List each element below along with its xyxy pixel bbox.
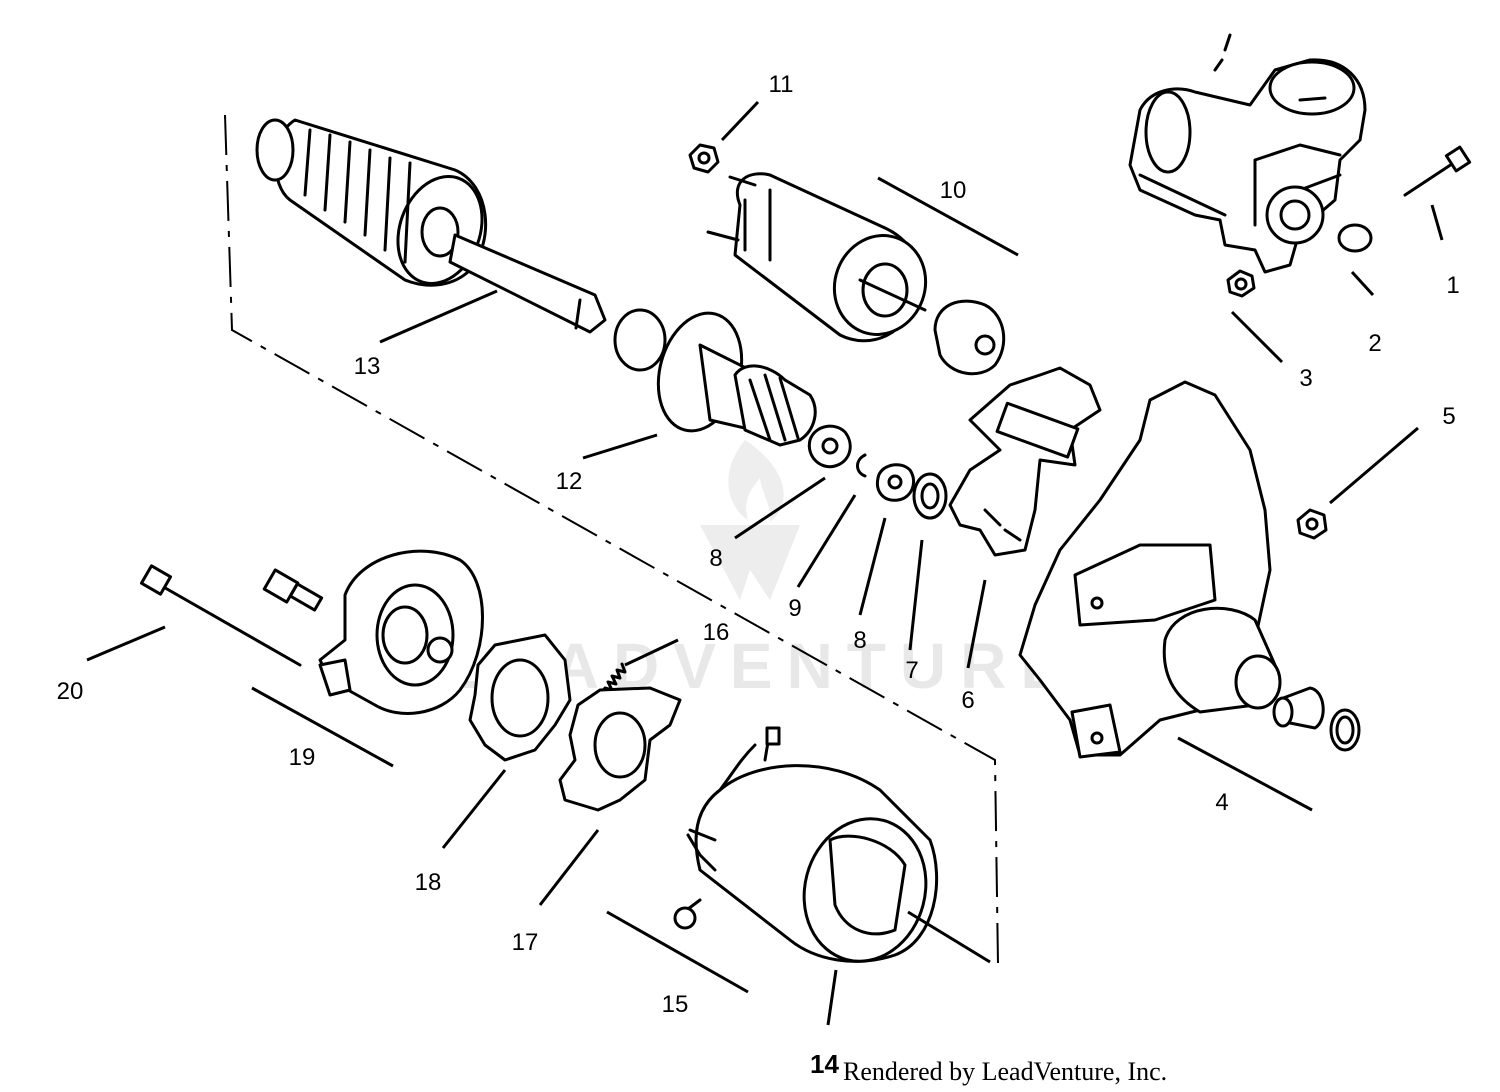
callout-8-upper: 8: [709, 545, 722, 572]
bushing: [1272, 686, 1325, 730]
callout-4: 4: [1215, 789, 1228, 816]
part-5-nut: [1296, 508, 1328, 540]
part-11-nut: [688, 143, 720, 174]
callout-11: 11: [769, 71, 794, 98]
callout-20: 20: [57, 678, 84, 705]
snap-ring: [1329, 708, 1361, 752]
callout-6: 6: [961, 687, 974, 714]
callout-10: 10: [940, 177, 967, 204]
part-6-drive-lever: [948, 366, 1102, 557]
solenoid-plunger-cap: [933, 299, 1006, 376]
callout-14: 14: [810, 1049, 839, 1079]
part-13-armature: [255, 118, 607, 334]
callout-9: 9: [788, 595, 801, 622]
part-20-through-bolt: [139, 564, 302, 667]
part-10-solenoid: [706, 172, 928, 343]
part-9-retaining-ring: [856, 453, 867, 478]
part-2-assembled-starter: [1128, 33, 1373, 274]
part-8-collar-upper: [807, 424, 852, 469]
callout-18: 18: [415, 869, 442, 896]
part-18-brush-plate: [468, 633, 572, 762]
end-cap-screw: [262, 568, 324, 612]
callout-2: 2: [1368, 330, 1381, 357]
part-15-field-frame: [673, 726, 939, 963]
assembly-boundary-line: [224, 114, 999, 966]
part-7-washer: [912, 472, 948, 520]
callout-1: 1: [1446, 272, 1459, 299]
part-12-drive-assembly: [613, 308, 817, 447]
leader-lines: [86, 100, 1444, 1026]
callout-16: 16: [703, 619, 730, 646]
callout-19: 19: [289, 744, 316, 771]
part-1-bolt: [1403, 145, 1472, 197]
part-3-nut: [1226, 269, 1256, 298]
callout-numbers: 1 2 3 4 5 6 7 8 8 9 10 11 12 13 15 16 17…: [57, 71, 1460, 1018]
part-8-collar-lower: [875, 463, 915, 502]
callout-7: 7: [905, 657, 918, 684]
callout-5: 5: [1442, 403, 1455, 430]
callout-8-lower: 8: [853, 627, 866, 654]
callout-3: 3: [1299, 365, 1312, 392]
credit-text: Rendered by LeadVenture, Inc.: [843, 1057, 1167, 1086]
part-17-brush-holder: [558, 686, 682, 812]
callout-15: 15: [662, 991, 689, 1018]
part-4-drive-end-housing: [1018, 380, 1282, 759]
callout-12: 12: [556, 468, 583, 495]
part-19-end-cap: [318, 549, 484, 715]
callout-13: 13: [354, 353, 381, 380]
callout-17: 17: [512, 929, 539, 956]
